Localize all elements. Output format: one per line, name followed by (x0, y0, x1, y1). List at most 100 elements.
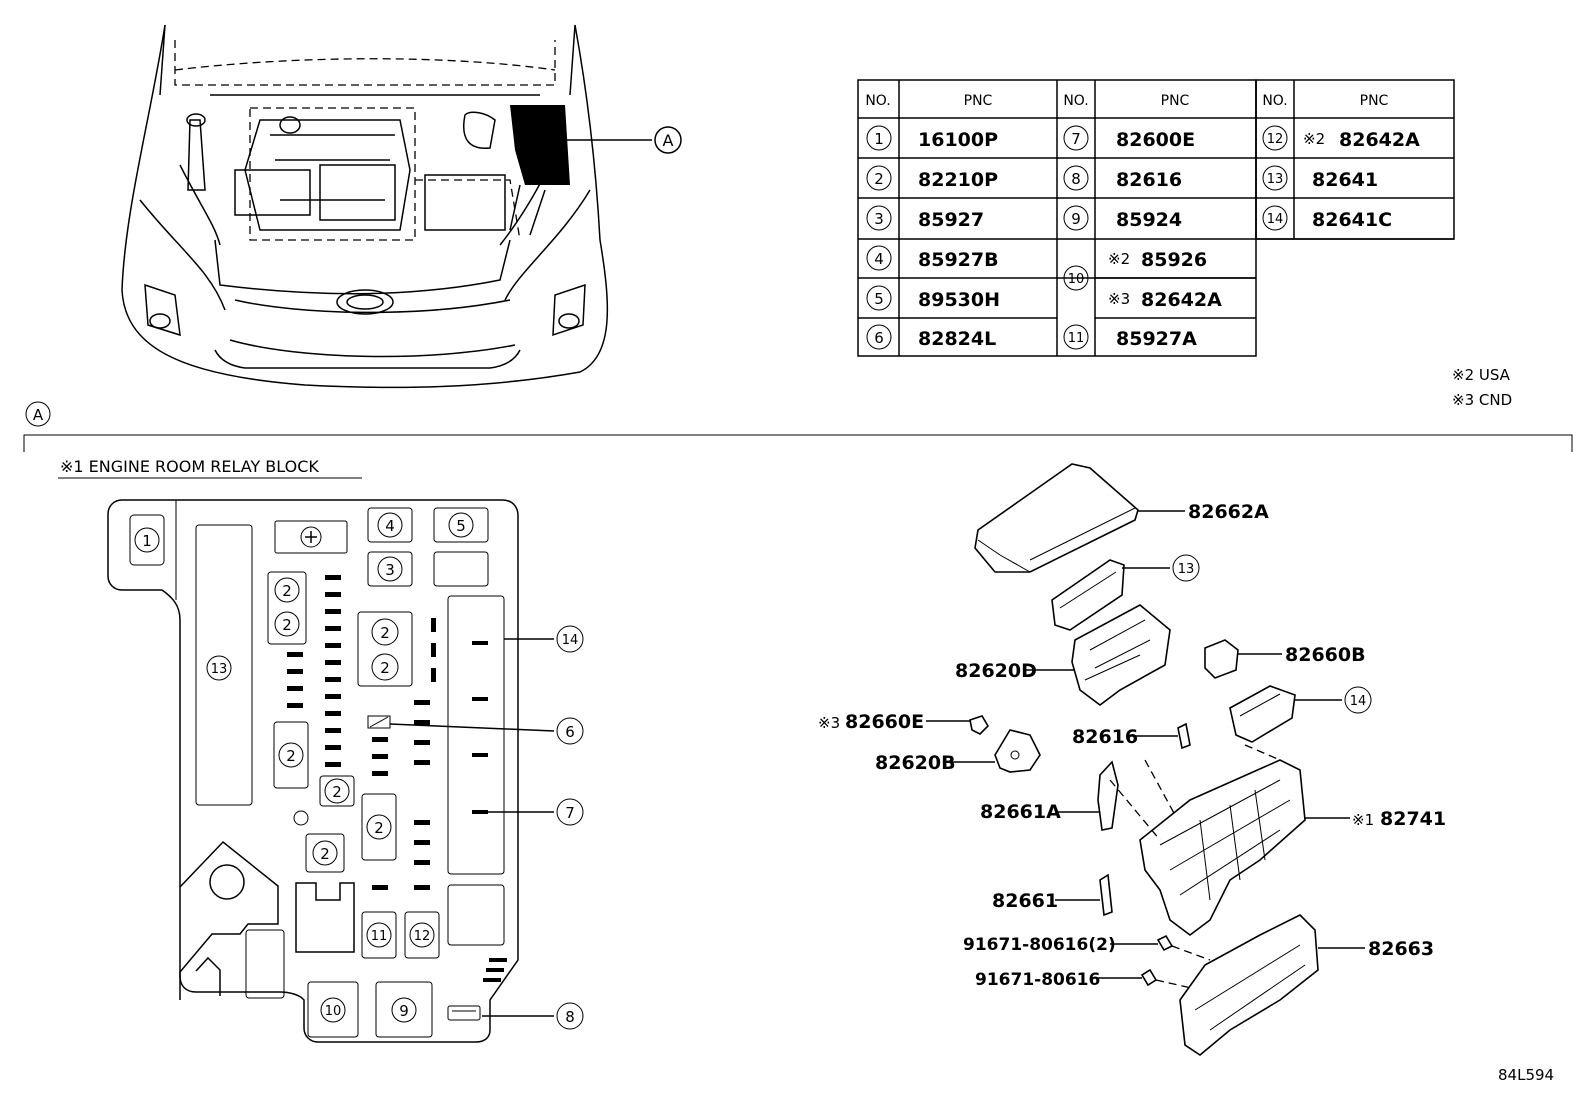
table-row: 5 89530H (866, 285, 1000, 311)
row-number: 1 (874, 130, 884, 148)
row-number: 11 (1068, 331, 1085, 346)
part-82741-label: 82741 (1380, 808, 1446, 830)
position-6-label: 6 (565, 723, 575, 741)
table-row: 11 85927A (1063, 324, 1197, 350)
position-5-label: 5 (456, 517, 466, 535)
row-note: ※3 (1108, 290, 1130, 308)
table-row: 12 ※2 82642A (1262, 125, 1420, 151)
part-91671-80616-2-label: 91671-80616(2) (963, 935, 1116, 955)
row-pnc: 82641 (1312, 169, 1378, 191)
part-82661A-label: 82661A (980, 801, 1061, 823)
relay-block-title: ※1 ENGINE ROOM RELAY BLOCK (60, 457, 319, 476)
row-pnc: 85924 (1116, 209, 1182, 231)
row-note: ※2 (1303, 130, 1325, 148)
row-number: 7 (1071, 130, 1081, 148)
position-10-label: 10 (325, 1004, 342, 1019)
row-pnc: 82824L (918, 328, 996, 350)
part-82662A-label: 82662A (1188, 501, 1269, 523)
row-pnc: 85927 (918, 209, 984, 231)
row-pnc: 82642A (1339, 129, 1420, 151)
position-3-label: 3 (385, 561, 395, 579)
position-13-label: 13 (211, 662, 228, 677)
position-2-label: 2 (380, 659, 390, 677)
part-82663-label: 82663 (1368, 938, 1434, 960)
position-12-label: 12 (414, 929, 431, 944)
position-11-label: 11 (371, 929, 388, 944)
part-82660E-note: ※3 (818, 714, 840, 732)
row-pnc: 82600E (1116, 129, 1195, 151)
table-header-pnc-1: PNC (964, 93, 993, 109)
table-header-no-1: NO. (865, 93, 890, 109)
table-row: 10 ※2 85926 ※3 82642A (1063, 249, 1222, 311)
exploded-14-label: 14 (1350, 694, 1367, 709)
row-note: ※2 (1108, 250, 1130, 268)
position-2-label: 2 (286, 747, 296, 765)
table-header-no-2: NO. (1063, 93, 1088, 109)
position-2-label: 2 (374, 819, 384, 837)
part-91671-80616-label: 91671-80616 (975, 970, 1100, 990)
position-9-label: 9 (399, 1002, 409, 1020)
row-number: 9 (1071, 210, 1081, 228)
exploded-13-label: 13 (1178, 562, 1195, 577)
relay-block-layout: 1 13 4 5 3 2 2 2 2 14 (107, 499, 584, 1043)
row-pnc: 89530H (918, 289, 1000, 311)
table-row: 7 82600E (1063, 125, 1195, 151)
table-row: 3 85927 (866, 205, 984, 231)
row-number: 2 (874, 170, 884, 188)
row-pnc: 82210P (918, 169, 998, 191)
table-row: 2 82210P (866, 165, 998, 191)
table-header-no-3: NO. (1262, 93, 1287, 109)
row-number: 12 (1267, 132, 1284, 147)
diagram-code: 84L594 (1498, 1066, 1554, 1084)
position-4-label: 4 (385, 517, 395, 535)
table-row: 8 82616 (1063, 165, 1182, 191)
table-row: 14 82641C (1262, 205, 1392, 231)
vehicle-front-illustration: A (121, 24, 682, 389)
part-82660E-label: 82660E (845, 711, 924, 733)
note-usa: ※2 USA (1452, 366, 1511, 384)
part-82661-label: 82661 (992, 890, 1058, 912)
section-a-label: A (33, 406, 44, 424)
row-number: 13 (1267, 172, 1284, 187)
part-82620B-label: 82620B (875, 752, 956, 774)
row-pnc: 82616 (1116, 169, 1182, 191)
position-8-label: 8 (565, 1008, 575, 1026)
row-number: 5 (874, 290, 884, 308)
table-header-pnc-3: PNC (1360, 93, 1389, 109)
part-82616-label: 82616 (1072, 726, 1138, 748)
exploded-view: 82662A 13 82620D 82660B 14 ※3 82660E 826… (818, 463, 1446, 1056)
part-82741-note: ※1 (1352, 811, 1374, 829)
callout-a-label: A (663, 131, 674, 150)
row-pnc: 16100P (918, 129, 998, 151)
row-pnc: 85927B (918, 249, 999, 271)
part-82660B-label: 82660B (1285, 644, 1366, 666)
position-2-label: 2 (320, 845, 330, 863)
table-row: 4 85927B (866, 245, 999, 271)
table-header-pnc-2: PNC (1161, 93, 1190, 109)
table-row: 9 85924 (1063, 205, 1182, 231)
section-a-marker: A (25, 401, 51, 427)
row-pnc: 85927A (1116, 328, 1197, 350)
position-2-label: 2 (380, 624, 390, 642)
row-number: 14 (1267, 212, 1284, 227)
position-2-label: 2 (282, 616, 292, 634)
row-number: 8 (1071, 170, 1081, 188)
position-7-label: 7 (565, 804, 575, 822)
table-row: 1 16100P (866, 125, 998, 151)
position-14-label: 14 (562, 633, 579, 648)
row-number: 6 (874, 329, 884, 347)
row-pnc: 85926 (1141, 249, 1207, 271)
note-cnd: ※3 CND (1452, 391, 1512, 409)
section-frame (23, 434, 1573, 452)
position-2-label: 2 (282, 582, 292, 600)
pnc-table: NO. PNC NO. PNC NO. PNC 1 16100P 2 82210… (857, 79, 1455, 357)
row-number: 4 (874, 250, 884, 268)
row-number: 3 (874, 210, 884, 228)
part-82620D-label: 82620D (955, 660, 1037, 682)
row-pnc: 82642A (1141, 289, 1222, 311)
position-1-label: 1 (142, 532, 152, 550)
row-number: 10 (1068, 272, 1085, 287)
position-2-label: 2 (332, 783, 342, 801)
row-pnc: 82641C (1312, 209, 1392, 231)
